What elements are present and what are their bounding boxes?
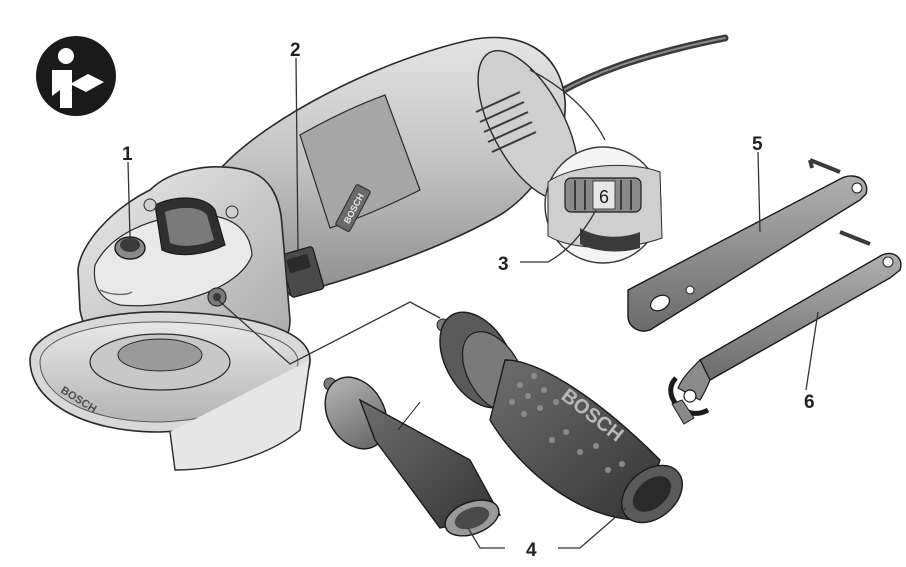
- power-cord: [556, 34, 729, 96]
- callout-2: 2: [290, 40, 301, 61]
- callout-1: 1: [122, 144, 133, 165]
- speed-preselection-wheel[interactable]: 6: [564, 177, 642, 213]
- leader-lines: [127, 57, 819, 549]
- auxiliary-handle-standard: [323, 376, 502, 537]
- speed-dial-value: 6: [599, 187, 609, 207]
- auxiliary-handle-vibration-control: BOSCH: [436, 311, 683, 524]
- grinder-body: BOSCH: [214, 36, 579, 296]
- clamping-nut-spanner: [668, 230, 902, 425]
- on-off-switch[interactable]: [279, 246, 325, 298]
- spindle-lock-button[interactable]: [114, 236, 146, 260]
- two-pin-spanner: [627, 158, 868, 332]
- speed-dial-detail: 6: [529, 69, 663, 264]
- grip-texture: [509, 373, 625, 473]
- callout-4: 4: [526, 540, 537, 561]
- callout-5: 5: [752, 134, 763, 155]
- callout-6: 6: [804, 392, 815, 413]
- vent-slots: [475, 91, 537, 153]
- callout-3: 3: [498, 254, 509, 275]
- read-manual-icon: [36, 36, 116, 116]
- protection-guard: BOSCH: [29, 311, 311, 471]
